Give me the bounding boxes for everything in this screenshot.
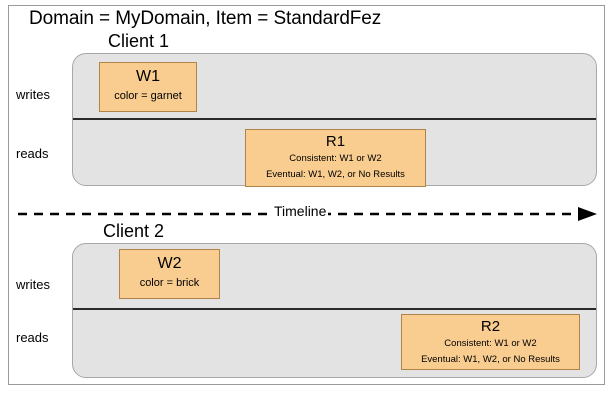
client-2-writes-row-label: writes [16, 277, 50, 292]
client-1-read-consistent: Consistent: W1 or W2 [289, 153, 382, 164]
client-1-write-detail: color = garnet [114, 90, 182, 102]
client-2-write-operation-w2[interactable]: W2 color = brick [119, 249, 220, 299]
client-1-writes-row-label: writes [16, 87, 50, 102]
client-2-label: Client 2 [103, 221, 165, 241]
diagram-frame [8, 5, 605, 385]
client-2-read-eventual: Eventual: W1, W2, or No Results [421, 353, 560, 365]
client-2-read-operation-r2[interactable]: R2 Consistent: W1 or W2 Eventual: W1, W2… [401, 314, 580, 370]
client-2-write-detail: color = brick [139, 277, 200, 289]
timeline-label: Timeline [272, 203, 329, 219]
page-title: Domain = MyDomain, Item = StandardFez [29, 8, 382, 29]
client-1-label: Client 1 [108, 31, 170, 51]
client-1-read-operation-r1[interactable]: R1 Consistent: W1 or W2 Eventual: W1, W2… [245, 129, 426, 187]
client-2-reads-row-label: reads [16, 330, 49, 345]
client-1-write-operation-w1[interactable]: W1 color = garnet [99, 62, 197, 112]
client-2-row-divider [73, 308, 596, 310]
client-2-read-consistent: Consistent: W1 or W2 [444, 338, 537, 349]
client-1-read-id: R1 [325, 133, 346, 150]
client-1-row-divider [73, 118, 596, 120]
client-1-read-eventual: Eventual: W1, W2, or No Results [266, 168, 405, 180]
client-2-panel: W2 color = brick R2 Consistent: W1 or W2… [72, 243, 597, 378]
client-2-read-id: R2 [480, 318, 501, 335]
client-2-write-id: W2 [157, 255, 182, 272]
client-1-panel: W1 color = garnet R1 Consistent: W1 or W… [72, 53, 597, 187]
client-1-reads-row-label: reads [16, 146, 49, 161]
client-1-write-id: W1 [136, 68, 160, 85]
